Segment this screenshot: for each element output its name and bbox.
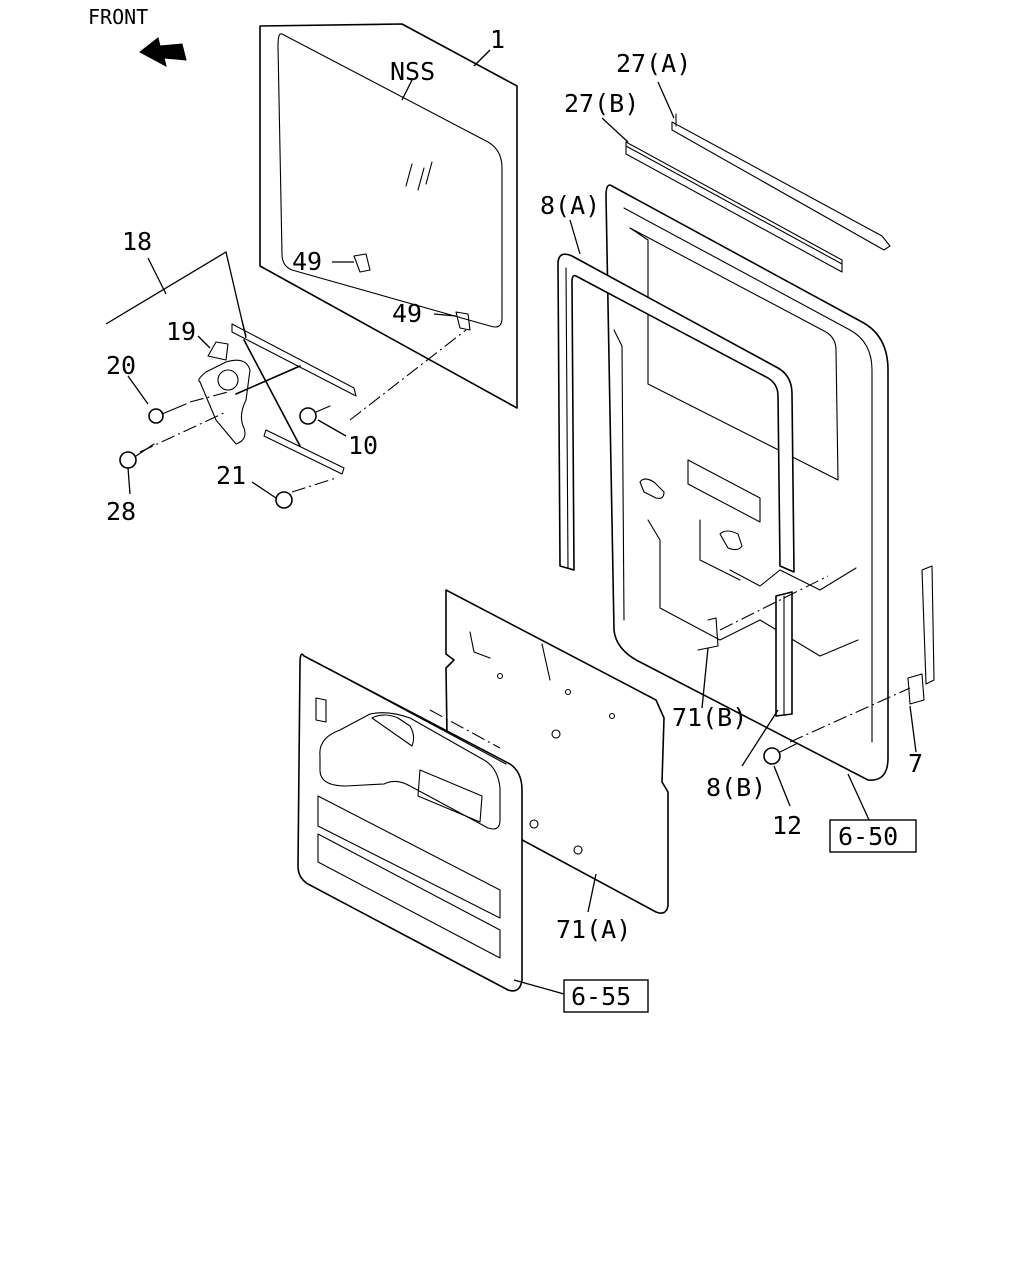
callout-49-lower: 49 bbox=[392, 299, 422, 328]
callout-21: 21 bbox=[216, 461, 246, 490]
callout-71a: 71(A) bbox=[556, 915, 631, 944]
door-shell bbox=[605, 184, 889, 781]
callout-28: 28 bbox=[106, 497, 136, 526]
spec-label-nss: NSS bbox=[390, 57, 435, 86]
callout-27a: 27(A) bbox=[616, 49, 691, 78]
callout-27b: 27(B) bbox=[564, 89, 639, 118]
belt-moulding-outer bbox=[671, 113, 891, 251]
callout-19: 19 bbox=[166, 317, 196, 346]
window-glass bbox=[259, 23, 518, 409]
callout-10: 10 bbox=[348, 431, 378, 460]
callout-labels: NSS 1 27(A) 27(B) 8(A) 18 19 20 28 10 21… bbox=[106, 25, 923, 944]
callout-20: 20 bbox=[106, 351, 136, 380]
callout-18: 18 bbox=[122, 227, 152, 256]
reference-6-50-label: 6-50 bbox=[838, 822, 898, 851]
callout-71b: 71(B) bbox=[672, 703, 747, 732]
door-trim-panel bbox=[297, 653, 523, 992]
division-channel bbox=[775, 591, 793, 717]
front-arrow-icon bbox=[139, 37, 187, 67]
reference-6-55-label: 6-55 bbox=[571, 982, 631, 1011]
bolt-10 bbox=[299, 405, 331, 425]
callout-8a: 8(A) bbox=[540, 191, 600, 220]
belt-moulding-inner bbox=[625, 141, 843, 273]
reference-6-55: 6-55 bbox=[563, 979, 649, 1013]
bolt-12 bbox=[763, 743, 797, 765]
glass-run-channel bbox=[557, 253, 795, 573]
waterproof-sheet bbox=[445, 589, 669, 914]
screw-20 bbox=[148, 403, 187, 424]
front-label: FRONT bbox=[88, 5, 148, 29]
callout-1: 1 bbox=[490, 25, 505, 54]
nut-21 bbox=[275, 491, 293, 509]
callout-49-upper: 49 bbox=[292, 247, 322, 276]
callout-7: 7 bbox=[908, 749, 923, 778]
lock-rod bbox=[907, 565, 935, 705]
reference-6-50: 6-50 bbox=[829, 819, 917, 853]
leader-lines bbox=[105, 49, 917, 995]
window-regulator bbox=[198, 319, 357, 475]
callout-8b: 8(B) bbox=[706, 773, 766, 802]
callout-12: 12 bbox=[772, 811, 802, 840]
front-indicator: FRONT bbox=[88, 5, 187, 67]
assembly-lines bbox=[139, 329, 911, 749]
